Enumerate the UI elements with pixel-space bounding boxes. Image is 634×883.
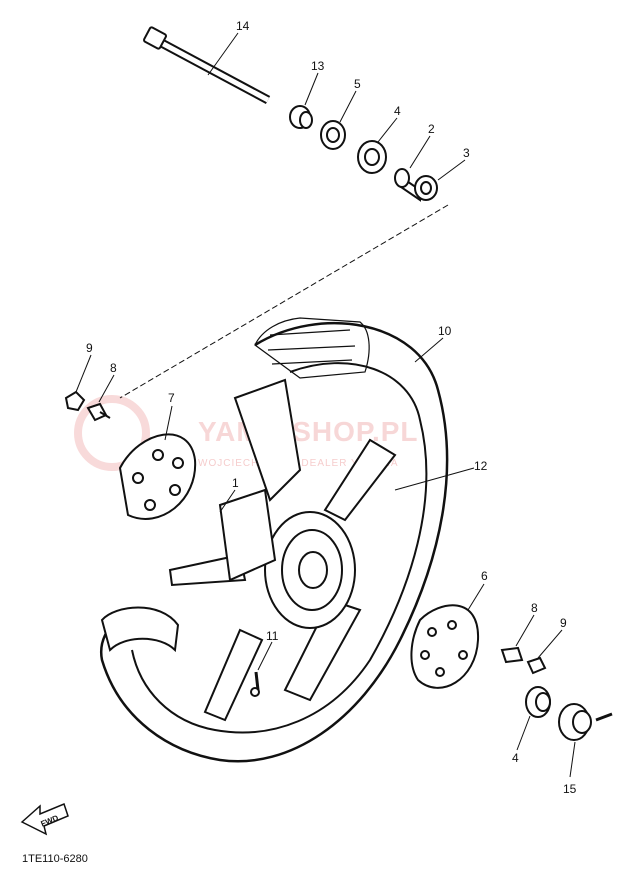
right-disc-6 [410, 604, 480, 689]
bolt-8-left [86, 402, 111, 422]
callout-2: 2 [428, 122, 435, 136]
wheel-hub [168, 378, 397, 722]
callout-11: 11 [266, 629, 279, 643]
spacer-2 [394, 168, 421, 202]
wheel-tyre [100, 317, 449, 763]
callout-12: 12 [474, 459, 488, 473]
callout-15: 15 [563, 782, 577, 796]
forward-arrow: FWD [20, 802, 69, 836]
callout-4-right: 4 [512, 751, 519, 765]
callout-6: 6 [481, 569, 488, 583]
collar-13 [289, 105, 313, 129]
bearing-4-right [525, 686, 551, 718]
callout-1: 1 [232, 476, 239, 490]
collar-15 [558, 703, 613, 741]
nut-9-left [64, 390, 86, 412]
left-disc-7 [118, 433, 197, 520]
callouts: 14 13 5 4 2 3 10 9 8 7 12 1 11 6 8 9 4 1… [86, 19, 577, 796]
callout-9-left: 9 [86, 341, 93, 355]
callout-3: 3 [463, 146, 470, 160]
axle-part [143, 26, 271, 104]
nut-9-right [526, 656, 547, 675]
callout-14: 14 [236, 19, 250, 33]
bearing-4-top [357, 140, 387, 174]
drawing-code: 1TE110-6280 [22, 853, 88, 865]
callout-8-right: 8 [531, 601, 538, 615]
callout-13: 13 [311, 59, 325, 73]
seal-5 [320, 120, 346, 150]
callout-9-right: 9 [560, 616, 567, 630]
callout-5: 5 [354, 77, 361, 91]
leader-lines [75, 32, 576, 778]
collar-3 [414, 175, 438, 201]
watermark-logo [74, 395, 150, 471]
callout-8-left: 8 [110, 361, 117, 375]
assembly-line [119, 204, 449, 399]
bolt-8-right [500, 646, 524, 664]
callout-4-top: 4 [394, 104, 401, 118]
callout-10: 10 [438, 324, 452, 338]
watermark-main-text: YAMA-SHOP.PL [198, 416, 419, 447]
callout-7: 7 [168, 391, 175, 405]
